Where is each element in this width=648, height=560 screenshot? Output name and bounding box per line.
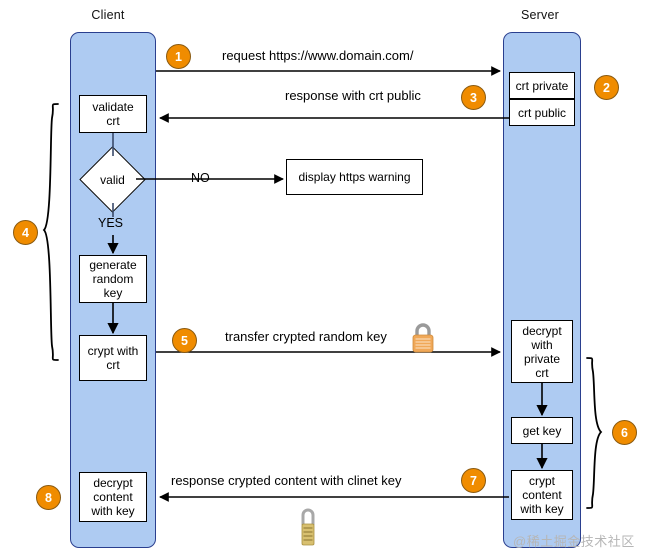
node-decrypt-content-with-key-line1: decrypt (93, 476, 133, 490)
node-decrypt-content-with-key[interactable]: decrypt content with key (79, 472, 147, 522)
node-crt-public[interactable]: crt public (509, 99, 575, 126)
node-valid-decision[interactable]: valid (79, 146, 146, 213)
node-crt-private[interactable]: crt private (509, 72, 575, 99)
node-validate-crt[interactable]: validate crt (79, 95, 147, 133)
watermark: @稀土掘金技术社区 (513, 534, 635, 549)
node-valid-decision-label: valid (100, 172, 125, 187)
node-crt-private-label: crt private (515, 78, 569, 93)
badge-4[interactable]: 4 (13, 220, 38, 245)
client-lane-title: Client (91, 8, 125, 22)
node-crypt-with-crt-line1: crypt with (87, 344, 139, 358)
node-validate-crt-line1: validate (92, 100, 134, 114)
node-decrypt-with-private-crt-line3: private (523, 351, 560, 366)
node-decrypt-with-private-crt-line2: with (531, 337, 553, 352)
node-crypt-content-with-key-line1: crypt (528, 474, 555, 488)
node-get-key[interactable]: get key (511, 417, 573, 444)
node-crypt-content-with-key-line3: with key (520, 502, 564, 516)
message-response-crypted-content-label: response crypted content with clinet key (171, 473, 402, 488)
node-crypt-with-crt-line2: crt (106, 358, 120, 372)
message-request-label: request https://www.domain.com/ (222, 48, 414, 63)
badge-2[interactable]: 2 (594, 75, 619, 100)
node-validate-crt-line2: crt (106, 114, 120, 128)
badge-3[interactable]: 3 (461, 85, 486, 110)
node-get-key-label: get key (522, 423, 562, 438)
badge-1[interactable]: 1 (166, 44, 191, 69)
node-crt-public-label: crt public (517, 105, 567, 120)
lock-closed-icon (408, 321, 438, 355)
node-crypt-with-crt[interactable]: crypt with crt (79, 335, 147, 381)
node-decrypt-with-private-crt-line1: decrypt (522, 323, 562, 338)
branch-label-yes: YES (98, 216, 124, 230)
badge-6[interactable]: 6 (612, 420, 637, 445)
server-lane-title: Server (520, 8, 560, 22)
node-crypt-content-with-key[interactable]: crypt content with key (511, 470, 573, 520)
node-display-https-warning-label: display https warning (298, 170, 411, 184)
node-decrypt-content-with-key-line2: content (93, 490, 133, 504)
message-response-crt-public-label: response with crt public (285, 88, 421, 103)
node-decrypt-with-private-crt-line4: crt (535, 365, 549, 380)
node-generate-random-key-line3: key (103, 286, 123, 300)
message-transfer-crypted-key-label: transfer crypted random key (225, 329, 387, 344)
node-generate-random-key[interactable]: generate random key (79, 255, 147, 303)
node-generate-random-key-line1: generate (89, 258, 137, 272)
node-crypt-content-with-key-line2: content (522, 488, 562, 502)
lock-open-icon (296, 505, 320, 549)
node-decrypt-with-private-crt[interactable]: decrypt with private crt (511, 320, 573, 383)
badge-5[interactable]: 5 (172, 328, 197, 353)
node-generate-random-key-line2: random (92, 272, 134, 286)
branch-label-no: NO (191, 171, 210, 185)
badge-8[interactable]: 8 (36, 485, 61, 510)
node-display-https-warning[interactable]: display https warning (286, 159, 423, 195)
node-decrypt-content-with-key-line3: with key (91, 504, 135, 518)
badge-7[interactable]: 7 (461, 468, 486, 493)
